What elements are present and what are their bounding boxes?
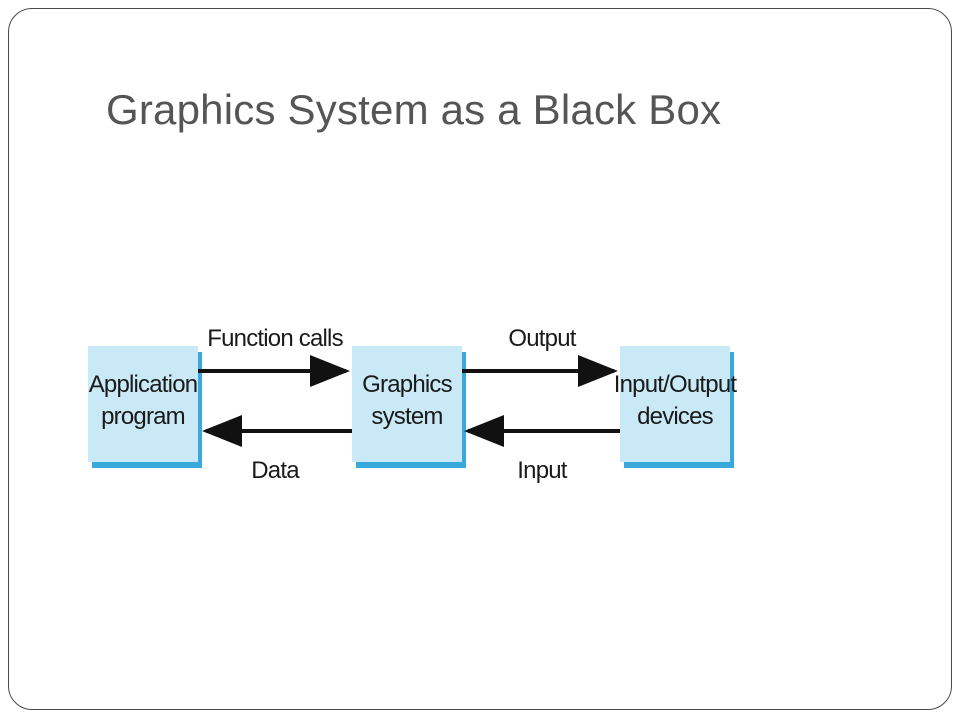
data-label: Data [251,457,300,484]
io-label-line1: Input/Output [614,371,738,398]
function-calls-label: Function calls [207,325,343,352]
io-box-fill [620,346,730,462]
graphics-label-line2: system [371,403,442,430]
io-devices-box: Input/Output devices [614,346,738,468]
input-label: Input [517,457,568,484]
application-program-box: Application program [88,346,202,468]
output-label: Output [508,325,576,352]
application-label-line2: program [101,403,185,430]
application-label-line1: Application [89,371,198,398]
io-label-line2: devices [637,403,714,430]
application-box-fill [88,346,198,462]
graphics-box-fill [352,346,462,462]
graphics-system-box: Graphics system [352,346,466,468]
slide-title: Graphics System as a Black Box [106,86,722,133]
graphics-label-line1: Graphics [362,371,452,398]
